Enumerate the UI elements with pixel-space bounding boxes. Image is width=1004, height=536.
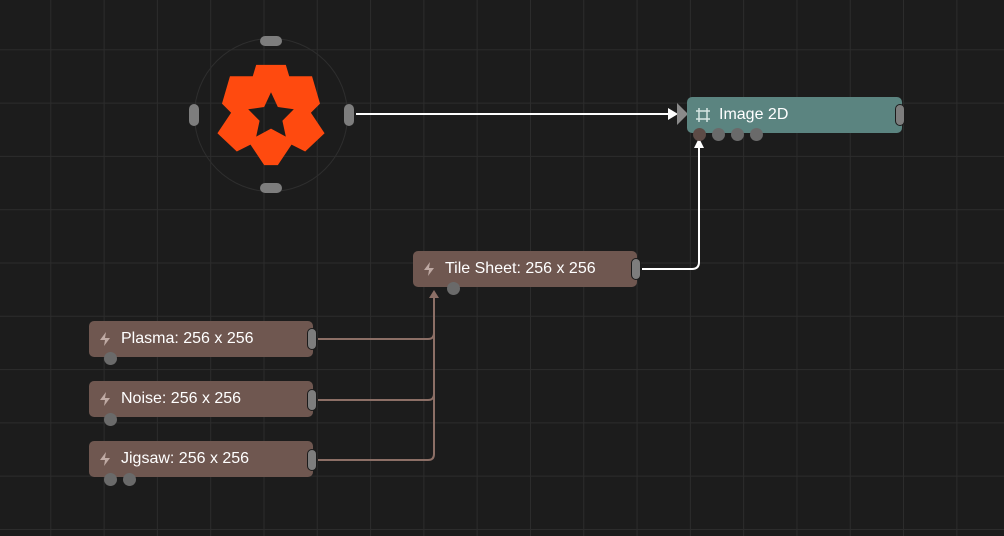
plasma-output-port[interactable]	[307, 328, 317, 350]
tile-sheet-label: Tile Sheet: 256 x 256	[445, 260, 596, 277]
wire-jigsaw-to-tilesheet	[318, 297, 435, 461]
plasma-input-pin[interactable]	[104, 352, 117, 365]
image2d-output-port[interactable]	[895, 104, 905, 126]
tile-sheet-node[interactable]: Tile Sheet: 256 x 256	[413, 251, 637, 287]
frame-icon	[695, 107, 711, 123]
logo-port-right[interactable]	[344, 104, 354, 126]
image2d-node[interactable]: Image 2D	[687, 97, 902, 133]
image2d-input-pin[interactable]	[712, 128, 725, 141]
gear-star-logo-icon[interactable]	[214, 58, 328, 172]
lightning-icon	[97, 451, 113, 467]
logo-port-top[interactable]	[260, 36, 282, 46]
wire-arrow-head	[668, 108, 678, 120]
lightning-icon	[421, 261, 437, 277]
noise-label: Noise: 256 x 256	[121, 390, 242, 407]
wire-arrow-head	[429, 290, 439, 298]
wire-tilesheet-to-image2d	[642, 146, 700, 270]
image2d-input-pin[interactable]	[731, 128, 744, 141]
tile-sheet-output-port[interactable]	[631, 258, 641, 280]
image2d-input-arrow[interactable]	[677, 103, 688, 125]
image2d-input-pin[interactable]	[750, 128, 763, 141]
jigsaw-output-port[interactable]	[307, 449, 317, 471]
jigsaw-input-pin[interactable]	[104, 473, 117, 486]
logo-port-bottom[interactable]	[260, 183, 282, 193]
tile-sheet-input-pin[interactable]	[447, 282, 460, 295]
wire-arrow-head	[694, 138, 704, 148]
image2d-label: Image 2D	[719, 106, 789, 123]
noise-output-port[interactable]	[307, 389, 317, 411]
plasma-node[interactable]: Plasma: 256 x 256	[89, 321, 313, 357]
plasma-label: Plasma: 256 x 256	[121, 330, 254, 347]
image2d-input-pin[interactable]	[693, 128, 706, 141]
noise-input-pin[interactable]	[104, 413, 117, 426]
lightning-icon	[97, 391, 113, 407]
jigsaw-label: Jigsaw: 256 x 256	[121, 450, 250, 467]
lightning-icon	[97, 331, 113, 347]
wire-plasma-to-tilesheet	[318, 297, 435, 340]
logo-port-left[interactable]	[189, 104, 199, 126]
jigsaw-input-pin[interactable]	[123, 473, 136, 486]
noise-node[interactable]: Noise: 256 x 256	[89, 381, 313, 417]
wire-noise-to-tilesheet	[318, 297, 435, 401]
jigsaw-node[interactable]: Jigsaw: 256 x 256	[89, 441, 313, 477]
